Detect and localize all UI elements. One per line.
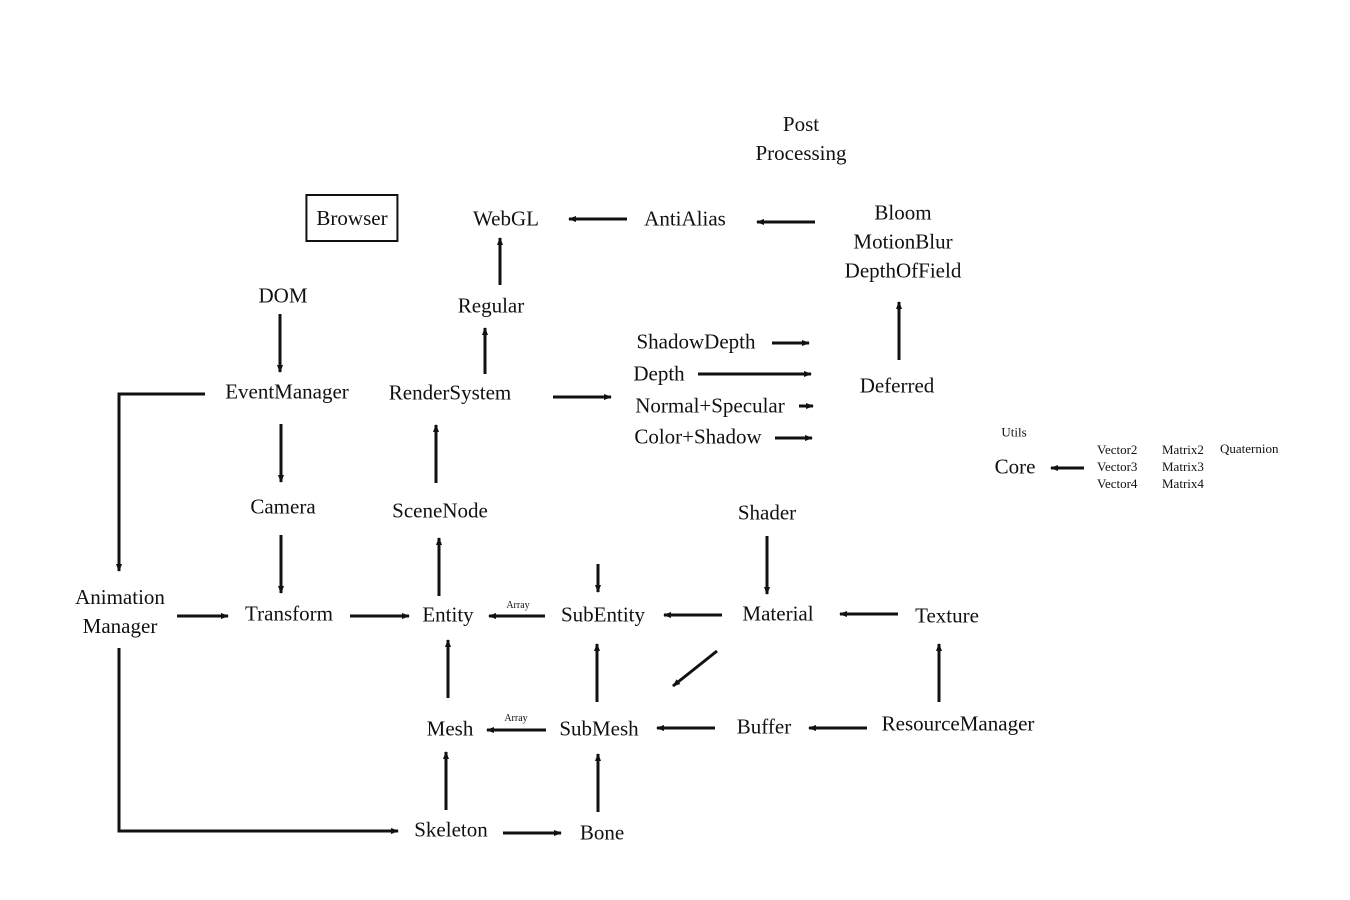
browser-label: Browser [316, 206, 388, 230]
post-processing-line-2: Processing [755, 141, 847, 165]
node-subentity: SubEntity [560, 602, 646, 627]
node-scenenode: SceneNode [392, 498, 488, 523]
node-bone: Bone [579, 820, 625, 845]
node-utils: Utils [1001, 424, 1027, 440]
animationmanager-line-2: Manager [82, 614, 158, 638]
node-entity: Entity [422, 602, 474, 627]
utils-matrices: Matrix2 Matrix3 Matrix4 [1162, 441, 1204, 492]
node-post-processing: Post Processing [756, 110, 847, 168]
edge-label-array-entity: Array [506, 600, 530, 611]
node-skeleton: Skeleton [414, 817, 488, 842]
node-dom: DOM [258, 283, 308, 308]
util-matrix3: Matrix3 [1162, 459, 1204, 474]
node-mesh: Mesh [426, 716, 474, 741]
node-core: Core [994, 454, 1036, 479]
node-regular: Regular [457, 293, 525, 318]
effect-motionblur: MotionBlur [853, 229, 953, 254]
node-buffer: Buffer [736, 714, 792, 739]
node-eventmanager: EventManager [225, 379, 349, 404]
node-rendersystem: RenderSystem [388, 380, 512, 405]
edge-material-to-submesh [672, 649, 718, 688]
node-effects: Bloom MotionBlur DepthOfField [845, 199, 962, 286]
utils-other: Quaternion [1220, 440, 1278, 457]
util-matrix4: Matrix4 [1162, 476, 1204, 491]
node-animationmanager: Animation Manager [75, 583, 165, 641]
node-color-shadow: Color+Shadow [634, 424, 762, 449]
edge-eventmanager-to-animationmanager [116, 392, 205, 572]
util-matrix2: Matrix2 [1162, 442, 1204, 457]
post-processing-line-1: Post [782, 112, 820, 136]
animationmanager-line-1: Animation [75, 585, 165, 609]
edge-animationmanager-to-skeleton [117, 648, 399, 834]
util-vector2: Vector2 [1097, 442, 1138, 457]
node-submesh: SubMesh [559, 716, 639, 741]
node-antialias: AntiAlias [644, 206, 726, 231]
node-texture: Texture [915, 603, 979, 628]
node-webgl: WebGL [473, 206, 539, 231]
node-camera: Camera [250, 494, 316, 519]
node-shadowdepth: ShadowDepth [636, 329, 756, 354]
node-shader: Shader [737, 500, 797, 525]
node-depth: Depth [633, 361, 685, 386]
edge-label-array-mesh: Array [504, 713, 528, 724]
effect-depthoffield: DepthOfField [844, 258, 962, 283]
node-transform: Transform [245, 601, 333, 626]
util-quaternion: Quaternion [1220, 441, 1279, 456]
node-normal-specular: Normal+Specular [635, 393, 785, 418]
node-browser: Browser [305, 194, 399, 242]
utils-vectors: Vector2 Vector3 Vector4 [1097, 441, 1137, 492]
node-material: Material [742, 601, 814, 626]
util-vector3: Vector3 [1097, 459, 1138, 474]
effect-bloom: Bloom [874, 200, 932, 225]
node-resourcemanager: ResourceManager [881, 711, 1035, 736]
node-deferred: Deferred [859, 373, 935, 398]
util-vector4: Vector4 [1097, 476, 1138, 491]
